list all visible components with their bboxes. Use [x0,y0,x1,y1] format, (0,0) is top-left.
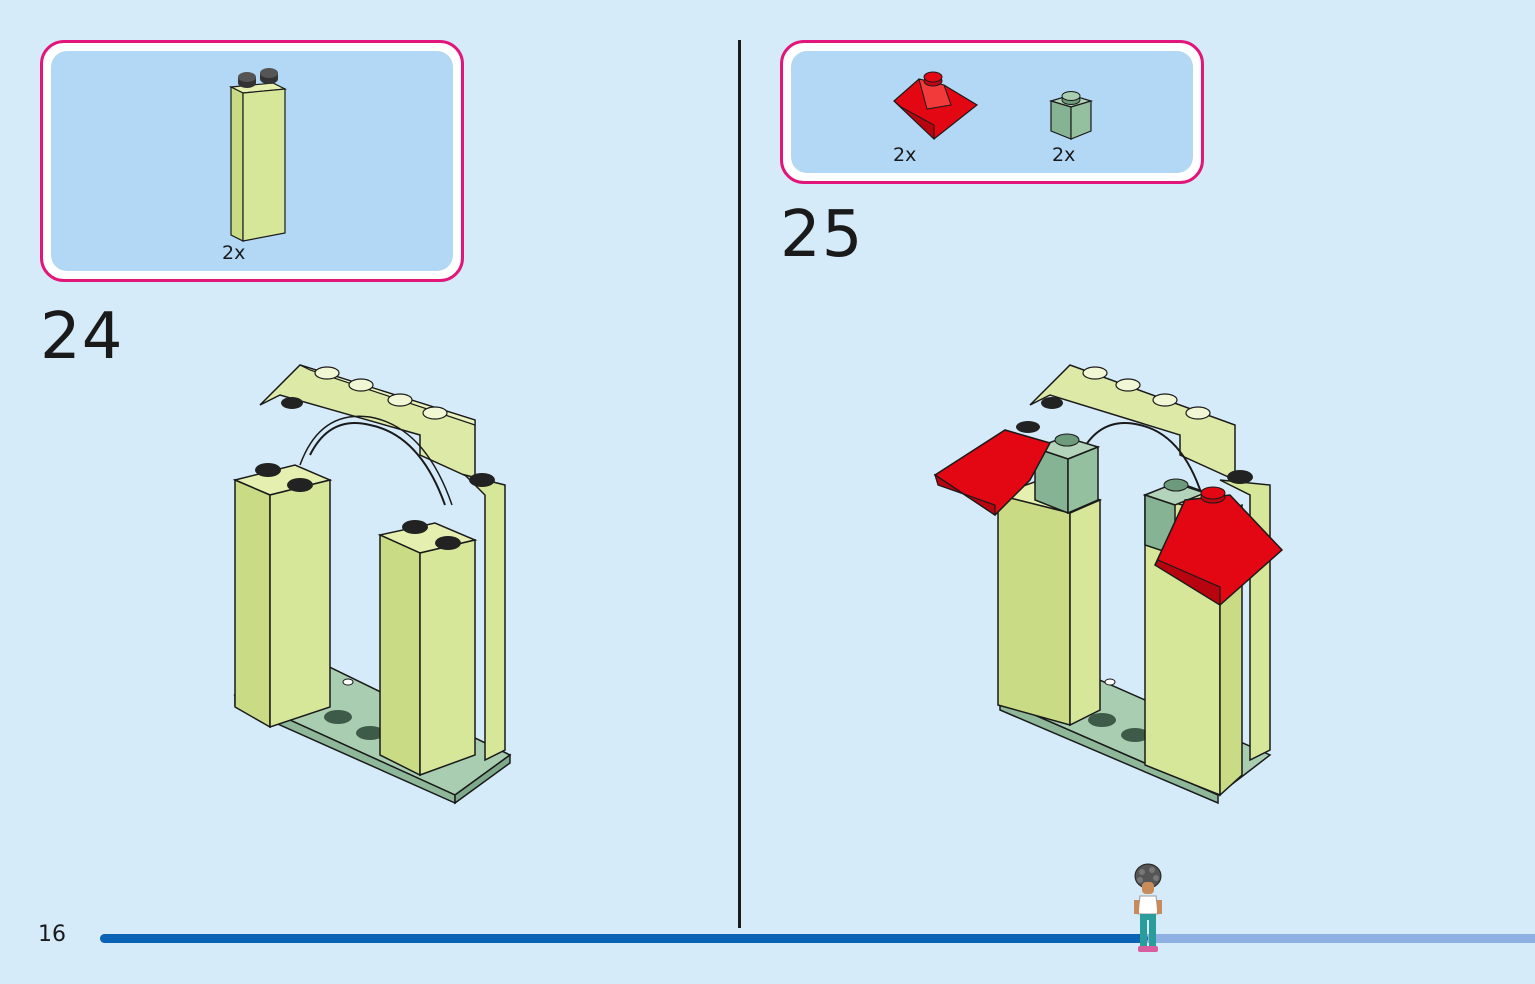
part-quantity: 2x [893,144,917,166]
progress-bar [100,934,1535,943]
step-number-24: 24 [40,300,124,374]
red-roof-slope-icon [893,71,979,141]
parts-callout-step-25: 2x 2x [780,40,1204,184]
parts-callout-step-24: 2x [40,40,464,282]
tall-brick-icon [228,68,288,242]
parts-callout-inner: 2x 2x [791,51,1193,173]
parts-callout-inner: 2x [51,51,453,271]
step-25-model [933,364,1284,805]
sand-green-brick-icon [1048,91,1094,140]
page-divider [738,40,741,928]
minifigure-progress-marker [1133,863,1162,952]
part-quantity: 2x [1052,144,1076,166]
part-quantity: 2x [222,242,246,264]
step-24-model [232,364,512,805]
step-number-25: 25 [780,198,864,272]
page-number: 16 [38,922,66,947]
progress-bar-fill [100,934,1148,943]
